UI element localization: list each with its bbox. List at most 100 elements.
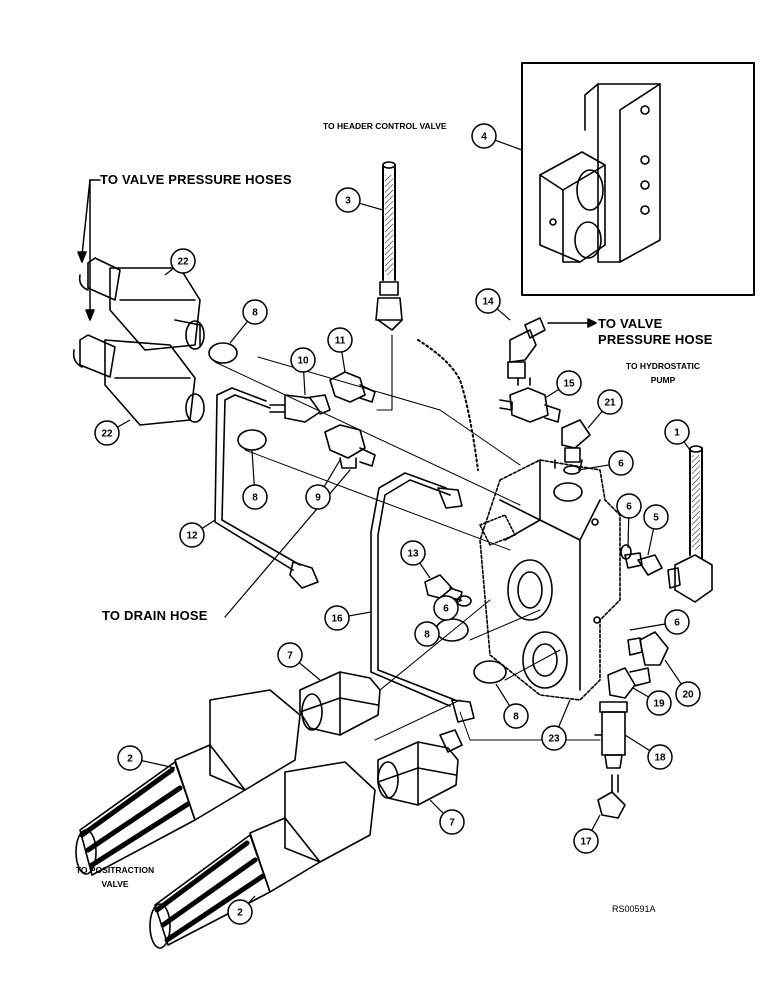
callout-layer: 1223456666778888910111213141516171819202…	[94, 123, 701, 925]
callout-number: 12	[186, 531, 198, 542]
callout-c12: 12	[179, 519, 216, 548]
callout-c22a: 22	[164, 248, 196, 276]
o-ring-part-8-a	[208, 342, 238, 364]
callout-c15: 15	[544, 370, 582, 399]
callout-circle	[117, 745, 143, 771]
callout-number: 22	[101, 429, 113, 440]
callout-number: 21	[604, 398, 616, 409]
bracket-part-4	[539, 83, 661, 263]
label-to-valve-pressure-hoses: TO VALVE PRESSURE HOSES	[100, 172, 292, 187]
callout-circle	[400, 540, 426, 566]
o-ring-part-8-d	[473, 660, 507, 684]
callout-leader	[664, 659, 682, 685]
callout-leader	[341, 351, 346, 373]
callout-number: 8	[252, 493, 258, 504]
elbow-part-21	[561, 419, 591, 475]
callout-c1: 1	[664, 419, 691, 451]
callout-number: 6	[443, 604, 449, 615]
label-to-header-control-valve: TO HEADER CONTROL VALVE	[323, 121, 447, 131]
callout-number: 7	[449, 818, 455, 829]
callout-c18: 18	[624, 734, 673, 770]
callout-number: 2	[237, 908, 243, 919]
callout-leader	[303, 371, 306, 396]
callout-number: 6	[618, 459, 624, 470]
callout-c6a: 6	[577, 450, 634, 476]
callout-c21: 21	[587, 389, 623, 429]
callout-number: 13	[407, 549, 419, 560]
callout-number: 19	[653, 699, 665, 710]
callout-c8c: 8	[414, 621, 440, 647]
callout-number: 17	[580, 837, 592, 848]
callout-number: 18	[654, 753, 666, 764]
label-to-hydrostatic-line1: TO HYDROSTATIC	[625, 361, 701, 371]
label-to-positraction-line1: TO POSITRACTION	[75, 865, 155, 875]
callout-c17: 17	[573, 814, 601, 854]
callout-number: 22	[177, 257, 189, 268]
callout-number: 5	[653, 513, 659, 524]
callout-number: 11	[335, 336, 346, 347]
callout-circle	[647, 744, 673, 770]
callout-number: 16	[331, 614, 343, 625]
label-to-hydrostatic-line2: PUMP	[650, 375, 676, 385]
callout-number: 15	[563, 379, 575, 390]
adapter-part-7-lower	[377, 729, 463, 806]
callout-c6c: 6	[433, 595, 463, 621]
callout-circle	[290, 347, 316, 373]
callout-leader	[577, 464, 610, 471]
label-to-valve-pressure-hose-line1: TO VALVE	[598, 316, 663, 331]
callout-number: 20	[682, 690, 694, 701]
callout-c19: 19	[632, 687, 672, 716]
callout-circle	[242, 299, 268, 325]
callout-leader	[591, 814, 601, 831]
callout-circle	[503, 703, 529, 729]
callout-circle	[675, 681, 701, 707]
callout-circle	[327, 327, 353, 353]
callout-leader	[629, 623, 666, 631]
callout-leader	[141, 760, 176, 769]
callout-c6d: 6	[629, 609, 690, 635]
callout-c14: 14	[475, 288, 511, 321]
callout-leader	[632, 687, 649, 698]
callout-leader	[456, 599, 463, 604]
callout-c7a: 7	[277, 642, 321, 681]
callout-c6b: 6	[616, 493, 642, 549]
hose-part-2-lower	[149, 761, 376, 949]
callout-circle	[242, 484, 268, 510]
callout-leader	[298, 662, 321, 681]
label-to-positraction-line2: VALVE	[101, 879, 129, 889]
callout-number: 8	[513, 712, 519, 723]
tube-part-12	[214, 387, 319, 589]
callout-leader	[117, 419, 131, 428]
callout-leader	[496, 308, 511, 321]
callout-c16: 16	[324, 605, 372, 631]
callout-number: 7	[287, 651, 293, 662]
callout-number: 14	[482, 297, 494, 308]
callout-circle	[643, 504, 669, 530]
callout-circle	[608, 450, 634, 476]
callout-leader	[495, 139, 523, 151]
callout-leader	[164, 267, 174, 276]
elbow-part-17	[597, 774, 626, 819]
o-ring-part-8-b	[237, 429, 267, 451]
callout-leader	[229, 320, 248, 344]
callout-c9: 9	[305, 459, 341, 510]
callout-leader	[429, 799, 444, 814]
callout-circle	[597, 389, 623, 415]
callout-circle	[433, 595, 459, 621]
callout-c4: 4	[471, 123, 523, 151]
hose-part-1	[667, 445, 713, 603]
tee-fitting-part-10	[269, 394, 331, 423]
callout-leader	[683, 441, 691, 451]
callout-c7b: 7	[429, 799, 465, 835]
callout-number: 3	[345, 196, 351, 207]
callout-number: 6	[674, 618, 680, 629]
callout-circle	[439, 809, 465, 835]
elbow-part-14	[507, 317, 546, 379]
callout-circle	[277, 642, 303, 668]
callout-circle	[556, 370, 582, 396]
callout-number: 1	[674, 428, 680, 439]
callout-number: 4	[481, 132, 487, 143]
callout-circle	[616, 493, 642, 519]
callout-circle	[227, 899, 253, 925]
